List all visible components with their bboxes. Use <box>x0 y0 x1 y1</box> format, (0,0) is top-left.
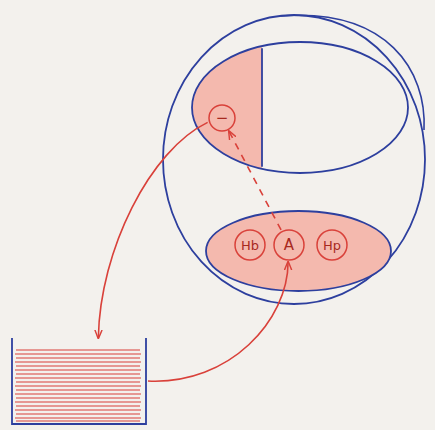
beaker-container <box>10 338 148 426</box>
flow-arrow <box>148 262 288 381</box>
beaker-outline <box>10 338 148 426</box>
dashed-arrow <box>229 131 281 230</box>
label-circle: Hp <box>316 229 348 261</box>
circle-label: − <box>216 111 229 126</box>
compartment-outline: Hb A Hp <box>205 210 392 292</box>
compartment-outline: − Hb A Hp <box>160 12 428 307</box>
flow-arrow <box>98 122 207 338</box>
circle-label: A <box>284 238 294 253</box>
liquid-scribble <box>15 350 141 421</box>
label-circle: Hb <box>234 229 266 261</box>
label-circle: A <box>273 229 305 261</box>
compartment-outline: − <box>190 40 410 175</box>
circle-label: Hb <box>241 239 259 252</box>
split-outline <box>190 40 410 175</box>
ellipse-outline <box>205 210 392 292</box>
circle-label: Hp <box>323 239 341 252</box>
label-circle: − <box>208 104 236 132</box>
loop-outline <box>160 12 428 307</box>
